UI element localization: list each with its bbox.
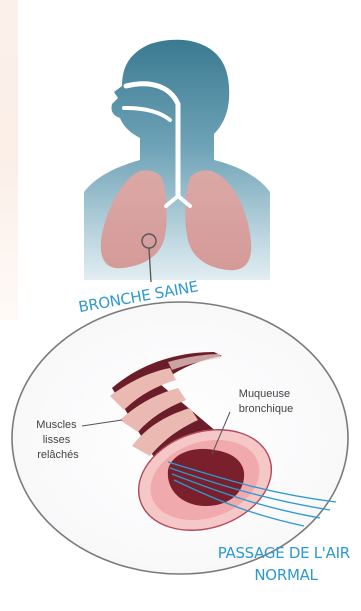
left-panel-tint: [0, 0, 18, 320]
muscles-label: Muscles lisses relâchés: [36, 419, 79, 461]
